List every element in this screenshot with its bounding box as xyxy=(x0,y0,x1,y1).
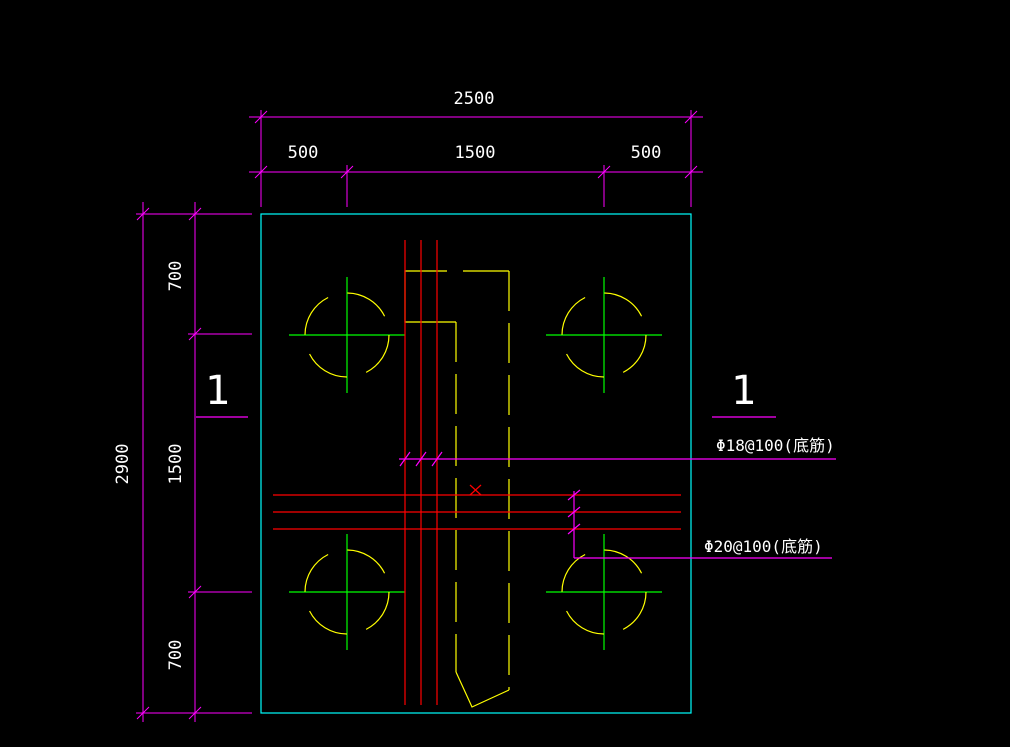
vertical-rebar-note: Φ18@100(底筋) xyxy=(716,436,835,455)
pile-top-left xyxy=(289,277,405,393)
total-width-label: 2500 xyxy=(454,89,495,109)
left-dimension-group xyxy=(136,202,252,722)
bottom-height-label: 700 xyxy=(166,640,186,671)
section-mark-right-label: 1 xyxy=(731,368,756,414)
top-dimension-group xyxy=(249,110,703,207)
section-mark-left-label: 1 xyxy=(205,368,230,414)
section-mark-right: 1 xyxy=(712,368,776,418)
top-height-label: 700 xyxy=(166,261,186,292)
total-height-label: 2900 xyxy=(113,444,133,485)
vertical-rebar-leader xyxy=(399,451,836,467)
pile-cap-outline xyxy=(260,213,692,714)
horizontal-rebar-note: Φ20@100(底筋) xyxy=(704,537,823,556)
horizontal-rebar-group xyxy=(273,494,681,530)
pile-top-right xyxy=(546,277,662,393)
column-outline xyxy=(404,270,510,708)
pile-bottom-left xyxy=(289,534,405,650)
section-mark-left: 1 xyxy=(196,368,248,418)
middle-height-label: 1500 xyxy=(166,444,186,485)
right-width-label: 500 xyxy=(631,143,662,163)
horizontal-rebar-leader xyxy=(567,489,832,559)
cross-mark xyxy=(469,484,482,496)
middle-width-label: 1500 xyxy=(455,143,496,163)
vertical-rebar-group xyxy=(404,240,438,705)
pile-bottom-right xyxy=(546,534,662,650)
left-width-label: 500 xyxy=(288,143,319,163)
